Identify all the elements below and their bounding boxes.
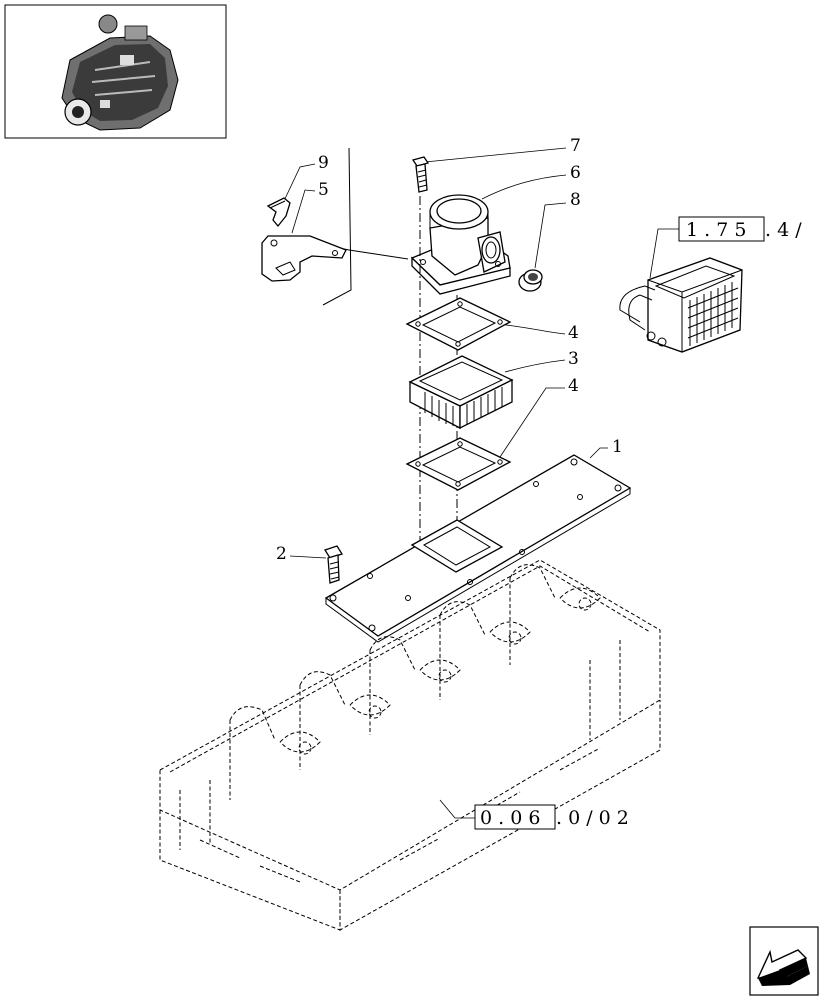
part-4-gasket-lower[interactable]: [405, 437, 512, 491]
reference-bottom-suffix: . 0 / 0 2: [556, 807, 629, 829]
callout-5: 5: [318, 180, 329, 200]
engine-thumbnail[interactable]: [4, 4, 227, 139]
part-8-plug[interactable]: [518, 269, 543, 292]
callout-8: 8: [570, 190, 581, 210]
reference-top-suffix: . 4 /: [765, 219, 802, 241]
cylinder-head: [159, 559, 661, 931]
callout-4-lower: 4: [568, 376, 579, 396]
part-2-bolt[interactable]: [324, 545, 343, 584]
callout-9: 9: [318, 153, 329, 173]
callout-7: 7: [570, 136, 581, 156]
reference-link-top-right[interactable]: 1 . 7 5 . 4 /: [678, 216, 802, 242]
part-9-clip[interactable]: [266, 197, 291, 228]
part-3-heater-element[interactable]: [408, 355, 514, 430]
reference-bottom-leader: [439, 799, 475, 819]
part-6-elbow-housing[interactable]: [410, 194, 511, 295]
leader-lines: [282, 147, 608, 559]
part-7-bolt[interactable]: [411, 156, 430, 193]
part-4-gasket-upper[interactable]: [405, 297, 512, 351]
engine-thumbnail-image: [61, 14, 179, 131]
callout-1: 1: [612, 437, 623, 457]
part-5-bracket[interactable]: [261, 235, 347, 282]
reference-link-bottom[interactable]: 0 . 0 6 . 0 / 0 2: [474, 804, 629, 830]
reference-bottom-boxed: 0 . 0 6: [480, 807, 540, 829]
reference-top-leader: [649, 228, 679, 279]
heater-control-unit: [619, 257, 743, 353]
previous-page-button[interactable]: [749, 926, 819, 996]
part-1-manifold-plate[interactable]: [324, 454, 632, 643]
break-line: [322, 147, 352, 306]
reference-top-boxed: 1 . 7 5: [686, 219, 746, 241]
callout-3: 3: [568, 349, 579, 369]
callout-2: 2: [276, 544, 287, 564]
callout-4-upper: 4: [568, 323, 579, 343]
callout-6: 6: [570, 163, 581, 183]
